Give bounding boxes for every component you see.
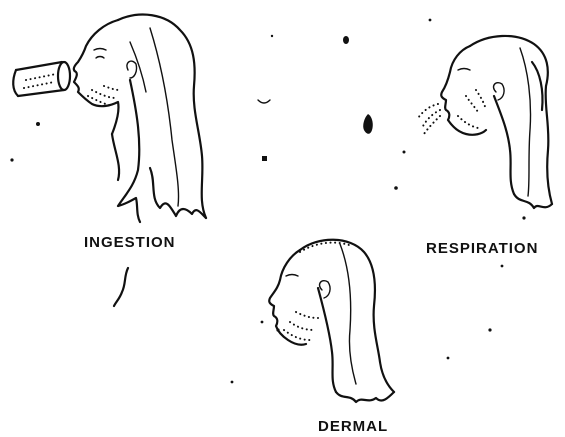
dermal-head-icon bbox=[269, 240, 394, 402]
dermal-label: DERMAL bbox=[318, 418, 388, 435]
ingestion-head-icon bbox=[74, 15, 206, 222]
ingestion-label: INGESTION bbox=[84, 234, 176, 251]
cup-icon bbox=[13, 62, 70, 96]
respiration-head-icon bbox=[418, 36, 552, 208]
respiration-label: RESPIRATION bbox=[426, 240, 538, 257]
speckles bbox=[10, 19, 525, 384]
